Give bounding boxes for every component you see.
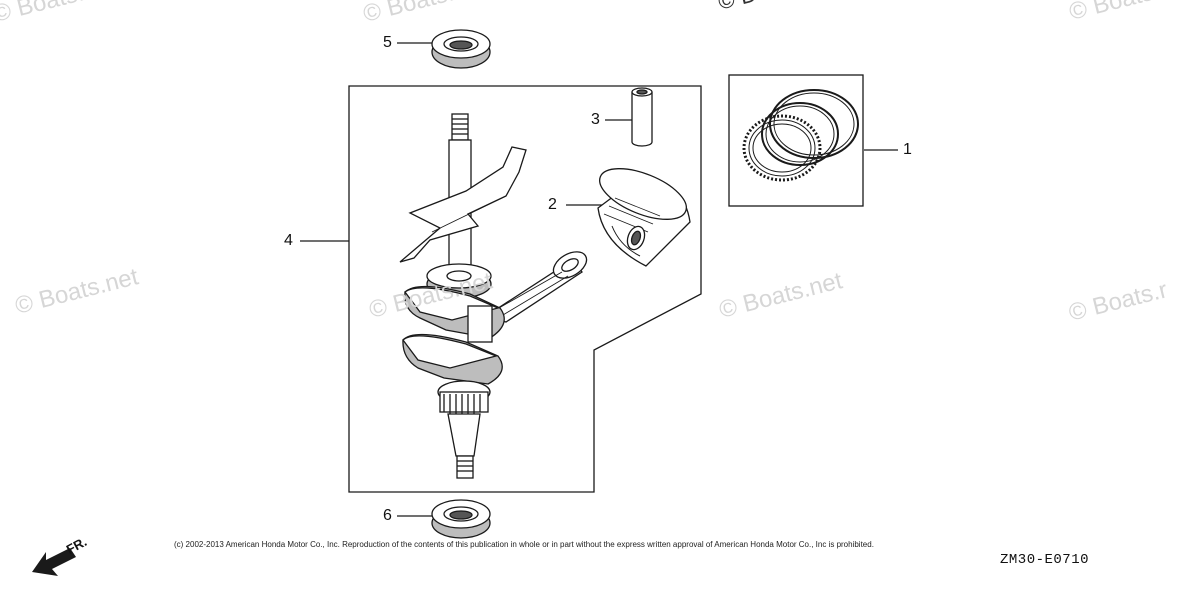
- piston-part: [597, 168, 691, 267]
- callout-5[interactable]: 5: [383, 34, 392, 51]
- copyright-notice: (c) 2002-2013 American Honda Motor Co., …: [174, 540, 874, 549]
- ring-set-outline-box: [728, 74, 864, 207]
- front-direction-arrow-icon: [32, 548, 76, 576]
- callout-1[interactable]: 1: [903, 141, 912, 158]
- piston-ring-set-part: [742, 89, 859, 182]
- callout-2[interactable]: 2: [548, 196, 557, 213]
- callout-3[interactable]: 3: [591, 111, 600, 128]
- crankshaft-assembly-part: [399, 113, 588, 479]
- callout-6[interactable]: 6: [383, 507, 392, 524]
- piston-pin-part: [631, 87, 653, 147]
- oil-seal-upper-part: [431, 29, 491, 69]
- group-outline-box: [348, 85, 702, 493]
- oil-seal-lower-part: [431, 499, 491, 539]
- callout-4[interactable]: 4: [284, 232, 293, 249]
- diagram-code: ZM30-E0710: [1000, 552, 1090, 568]
